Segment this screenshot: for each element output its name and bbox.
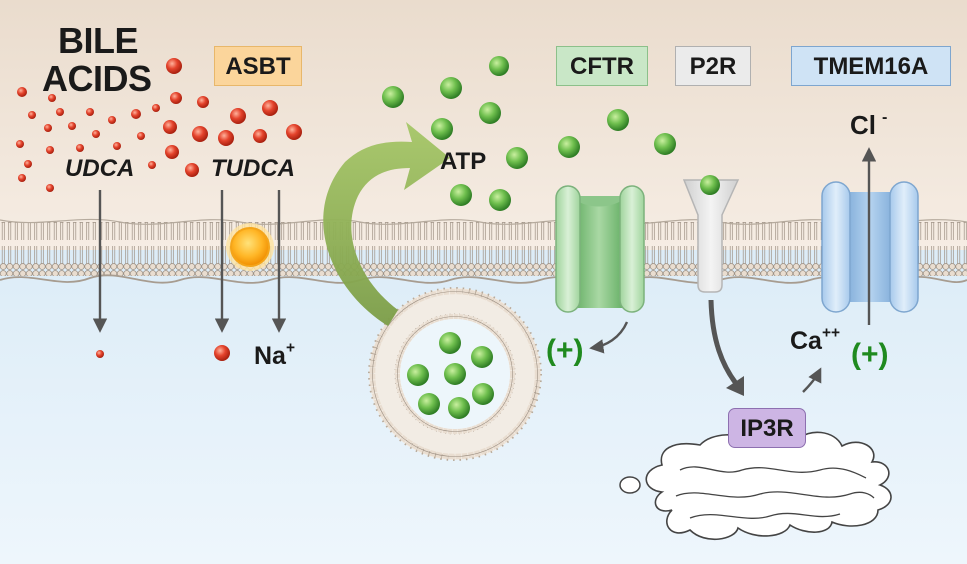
flow-arrows bbox=[92, 147, 877, 393]
cftr-box: CFTR bbox=[556, 46, 648, 86]
p2r-to-ip3r-arrowhead bbox=[726, 376, 744, 396]
bile-acids-title-line2: ACIDS bbox=[42, 58, 152, 99]
exocytosis-arrow bbox=[323, 122, 450, 326]
p2r-box: P2R bbox=[675, 46, 751, 86]
cl-ion-label: Cl- bbox=[850, 107, 888, 141]
cftr-channel bbox=[555, 185, 645, 313]
bile-acids-title-line1: BILE bbox=[58, 20, 139, 61]
asbt-box: ASBT bbox=[214, 46, 302, 86]
tmem16a-box: TMEM16A bbox=[791, 46, 951, 86]
cftr-activation-sign: (+) bbox=[546, 334, 584, 367]
p2r-receptor bbox=[682, 175, 740, 293]
tudca-label: TUDCA bbox=[211, 155, 295, 182]
extracellular-space bbox=[0, 0, 967, 250]
cl-charge: - bbox=[882, 107, 888, 126]
udca-label: UDCA bbox=[65, 155, 135, 182]
ca-charge: ++ bbox=[821, 324, 841, 342]
tmem16a-activation-sign: (+) bbox=[851, 338, 889, 371]
ca-ion-label: Ca++ bbox=[790, 324, 841, 356]
cell-membrane bbox=[0, 218, 967, 284]
atp-text: ATP bbox=[440, 148, 487, 175]
atp-particles bbox=[382, 56, 676, 211]
asbt-transporter bbox=[226, 223, 274, 271]
cftr-feedback-arrow bbox=[589, 321, 629, 354]
ip3r-box: IP3R bbox=[728, 408, 806, 448]
cl-text: Cl bbox=[850, 110, 876, 140]
na-charge: + bbox=[285, 339, 296, 357]
ca-text: Ca bbox=[790, 327, 822, 355]
atp-label: ATP bbox=[440, 148, 486, 176]
p2r-to-ip3r-arrow bbox=[708, 299, 740, 388]
ca-release-arrow bbox=[802, 367, 822, 393]
endoplasmic-reticulum bbox=[619, 430, 892, 540]
na-ion-label: Na+ bbox=[254, 339, 296, 371]
atp-vesicle bbox=[368, 287, 542, 461]
na-text: Na bbox=[254, 342, 286, 370]
bile-acid-particles bbox=[16, 58, 302, 361]
